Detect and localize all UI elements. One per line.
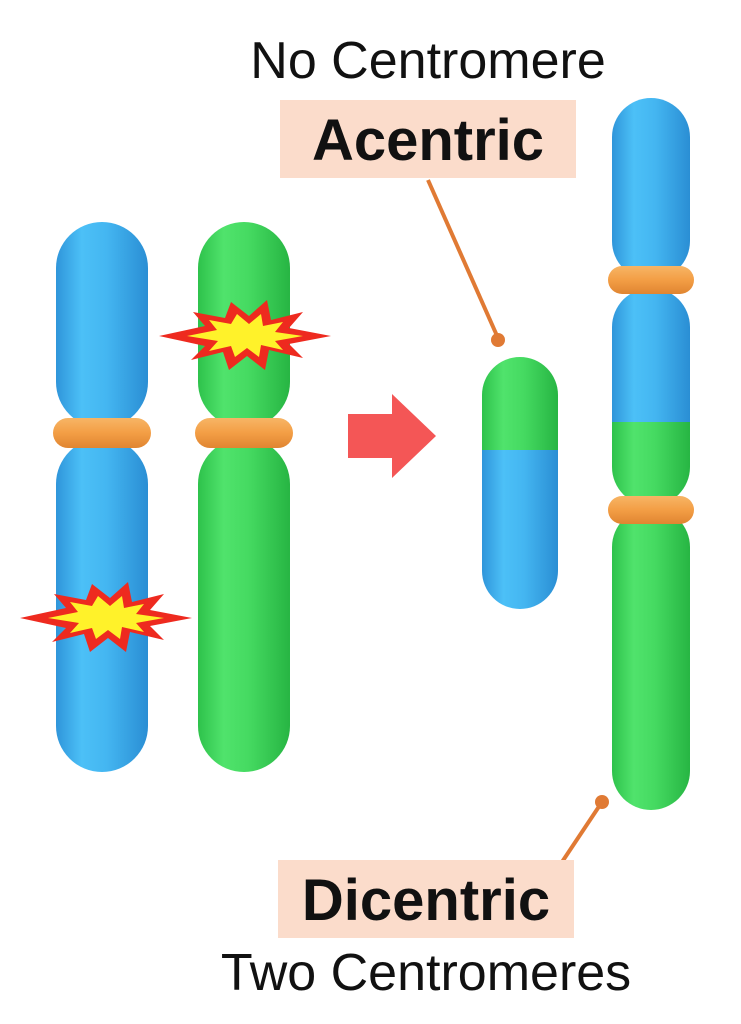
dicentric-caption: Two Centromeres — [221, 944, 631, 1002]
acentric-caption: No Centromere — [250, 32, 605, 90]
dicentric-chromosome — [608, 98, 694, 810]
blue-chromosome-centromere — [53, 418, 151, 448]
dicentric-middle-green-segment — [612, 422, 690, 506]
dicentric-centromere-2 — [608, 496, 694, 524]
acentric-green-segment — [482, 357, 558, 450]
break-burst-icon — [20, 582, 192, 652]
break-burst-icon — [159, 300, 331, 370]
blue-chromosome-short-arm — [56, 222, 148, 428]
green-chromosome-centromere — [195, 418, 293, 448]
acentric-pointer — [426, 179, 505, 347]
right-arrow-icon — [348, 394, 436, 478]
dicentric-top-blue-arm — [612, 98, 690, 280]
dicentric-bottom-green-arm — [612, 508, 690, 810]
green-chromosome-long-arm — [198, 438, 290, 772]
dicentric-label: Dicentric — [302, 868, 550, 933]
blue-chromosome — [53, 222, 151, 772]
dicentric-middle-blue-segment — [612, 288, 690, 422]
dicentric-label-background — [278, 860, 574, 938]
acentric-label-background — [280, 100, 576, 178]
acentric-blue-segment — [482, 450, 558, 609]
dicentric-centromere-1 — [608, 266, 694, 294]
green-chromosome — [195, 222, 293, 772]
acentric-label: Acentric — [312, 108, 544, 173]
dicentric-pointer — [560, 795, 609, 864]
acentric-fragment — [482, 357, 558, 609]
